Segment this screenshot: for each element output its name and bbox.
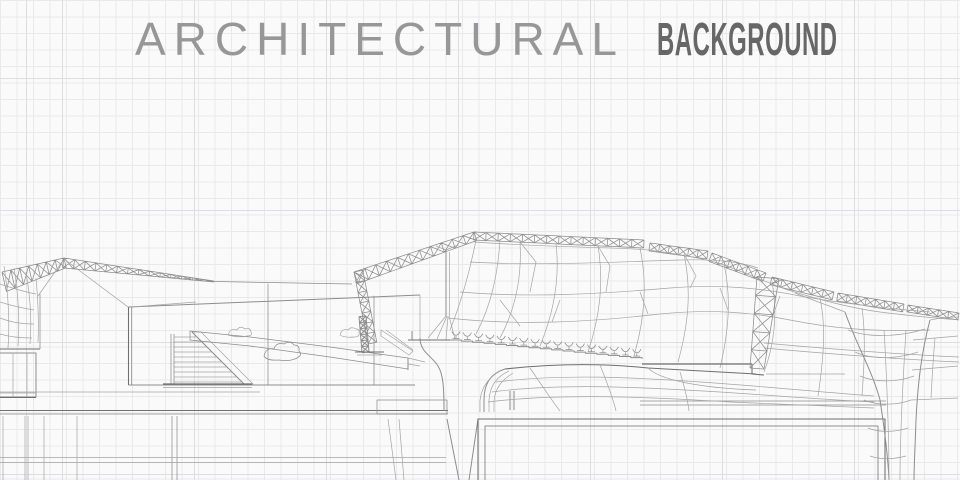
shrub-sketch <box>227 326 252 338</box>
left-canopy-truss <box>1 257 353 308</box>
organic-column <box>794 292 959 480</box>
page-title-word-light: ARCHITECTURAL <box>135 13 625 65</box>
right-support-truss <box>749 276 960 375</box>
shell-roof-mesh <box>427 239 931 397</box>
page-title-word-bold: BACKGROUND <box>657 13 838 65</box>
underground-hall <box>477 418 886 480</box>
pavilion <box>127 283 445 412</box>
arch-truss <box>353 231 478 356</box>
shrub-sketch <box>339 327 360 338</box>
crest-truss <box>473 231 960 321</box>
grandstand-seating <box>408 331 765 376</box>
seating-berm <box>479 364 875 412</box>
shrub-sketch <box>263 341 301 362</box>
seat-glyphs <box>451 331 642 357</box>
lattice-shell <box>0 265 41 350</box>
basement-and-ground <box>0 391 886 480</box>
grandstand-stairs <box>0 331 260 393</box>
hatched-terrace <box>189 326 426 370</box>
annex-box <box>0 352 37 399</box>
